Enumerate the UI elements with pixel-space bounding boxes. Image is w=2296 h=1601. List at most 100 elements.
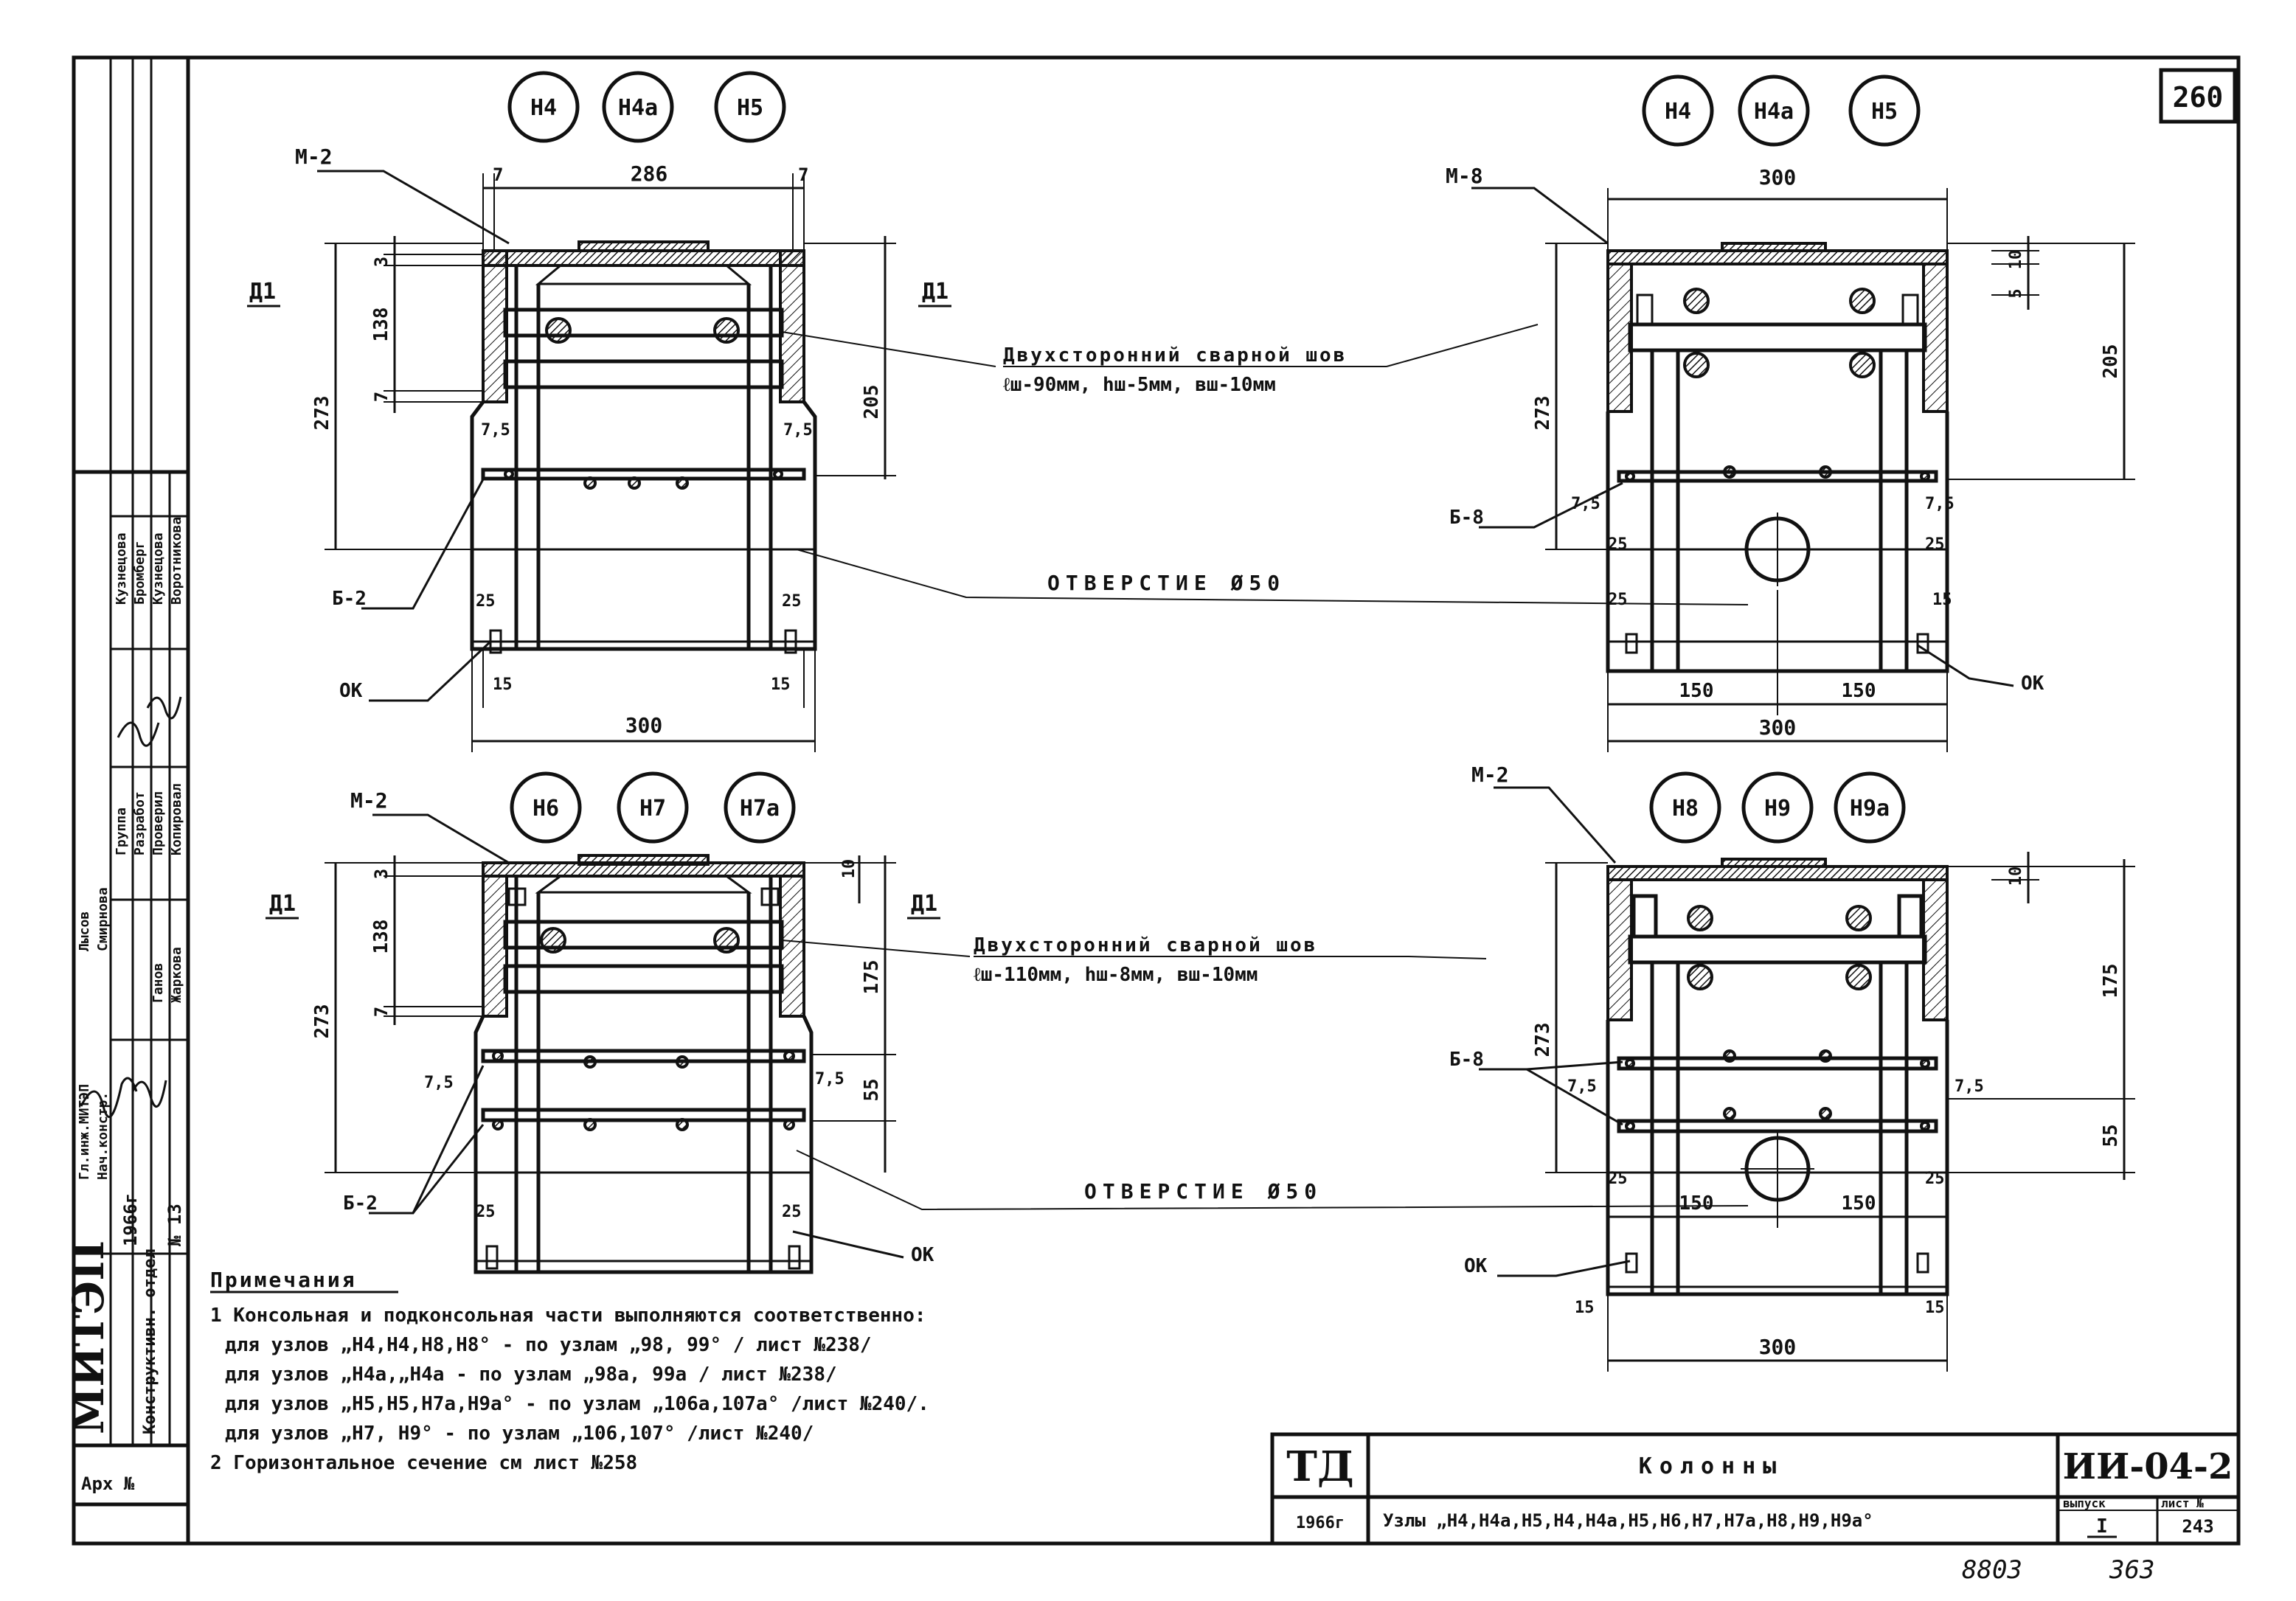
bottom-stamp-2: 363 [2109, 1555, 2154, 1585]
dim-d-off-left: 7,5 [1567, 1077, 1597, 1096]
notes-line-5: для узлов „Н7, Н9° - по узлам „106,107° … [225, 1423, 814, 1445]
dim-b-right: 205 [2100, 344, 2122, 379]
dim-a-overall: 273 [311, 396, 333, 431]
dim-d-b-left: 15 [1575, 1299, 1595, 1317]
title-code-left: ТД [1286, 1442, 1353, 1491]
stamp-date: 1966г [120, 1193, 141, 1246]
stamp-name-8: Воротникова [169, 517, 184, 605]
dim-a-off-left: 7,5 [481, 421, 510, 440]
dim-a-bottom: 300 [625, 713, 663, 737]
notes-line-6: 2 Горизонтальное сечение см лист №258 [210, 1452, 637, 1474]
node-label-d1: Н8 [1672, 796, 1699, 822]
dim-b-bottom-left: 150 [1679, 680, 1714, 702]
dim-a-b-right: 15 [771, 676, 791, 694]
node-label-c1: Н6 [533, 796, 559, 822]
dim-d-overall: 273 [1532, 1023, 1554, 1058]
title-sheet-label: лист № [2161, 1496, 2204, 1510]
section-label-c-right: Д1 [911, 891, 937, 917]
stamp-num: № 13 [164, 1204, 185, 1247]
node-circle-c1 [510, 771, 582, 844]
notes-line-3: для узлов „Н4а,„Н4а - по узлам „98а, 99а… [225, 1364, 837, 1386]
dim-b-b-right: 15 [1932, 591, 1952, 609]
node-circle-c2 [617, 771, 689, 844]
dim-b-w-left: 25 [1608, 535, 1628, 554]
dim-c-right-top: 175 [861, 960, 883, 995]
view-c: Н6 Н7 Н7а М-2 [266, 771, 940, 1274]
signature-4 [146, 696, 182, 720]
sheet-frame [72, 55, 2241, 1546]
section-label-a-right: Д1 [922, 279, 948, 305]
dim-a-off-right: 7,5 [783, 421, 813, 440]
stamp-org: МИТЭП [63, 1240, 114, 1434]
stamp-dept: Конструктивн. отдел [141, 1248, 159, 1434]
hole-label-2: ОТВЕРСТИЕ Ø50 [1084, 1179, 1322, 1204]
stamp-name-2: Смирнова [95, 887, 111, 951]
base-label-b: ОК [2021, 673, 2044, 695]
title-sheet: 243 [2182, 1516, 2213, 1537]
node-label-a3: Н5 [737, 95, 763, 121]
side-stamp: МИТЭП Конструктивн. отдел 1966г № 13 Арх… [63, 58, 188, 1507]
dim-d-right-top: 175 [2100, 964, 2122, 999]
dim-d-right-bottom: 55 [2100, 1124, 2122, 1147]
base-label-a: ОК [339, 680, 363, 702]
dim-a-h1: 3 [371, 257, 392, 267]
node-label-b3: Н5 [1871, 99, 1898, 125]
plate-label-a: Б-2 [332, 588, 367, 610]
dim-b-top: 300 [1759, 165, 1797, 190]
dim-c-h1: 3 [371, 869, 392, 879]
dim-a-side-a: 7 [493, 164, 503, 185]
stamp-name-1: Лысов [77, 911, 92, 951]
stamp-arch: Арх № [81, 1473, 135, 1494]
dim-b-overall: 273 [1532, 396, 1554, 431]
node-circle-a1 [507, 71, 580, 143]
dim-d-bottom: 300 [1759, 1335, 1797, 1359]
weld-note-1-title: Двухсторонний сварной шов [1003, 344, 1347, 367]
dim-b-w-right: 25 [1925, 535, 1945, 554]
dim-d-w-right: 25 [1925, 1170, 1945, 1188]
dim-b-off-right: 7,5 [1925, 495, 1955, 513]
plate-label-b: Б-8 [1449, 507, 1484, 529]
dim-c-off-right: 7,5 [815, 1070, 844, 1088]
view-d: Н8 Н9 Н9а М-2 [1449, 763, 2135, 1372]
node-label-b2: Н4а [1754, 99, 1794, 125]
mark-top-a: М-2 [295, 145, 333, 169]
stamp-name-3: Ганов [150, 963, 166, 1003]
dim-c-w-right: 25 [782, 1203, 802, 1221]
node-circle-d1 [1649, 771, 1721, 844]
dim-c-h2: 138 [370, 920, 392, 954]
dim-c-overall: 273 [311, 1004, 333, 1039]
stamp-role-5: Проверил [150, 791, 166, 855]
dim-d-bottom-left: 150 [1679, 1192, 1714, 1215]
base-label-d: ОК [1464, 1255, 1488, 1277]
dim-a-h3: 7 [371, 392, 392, 402]
node-circle-a3 [714, 71, 786, 143]
mark-top-d: М-2 [1471, 763, 1509, 787]
node-circle-b2 [1738, 74, 1810, 147]
node-circle-c3 [724, 771, 796, 844]
mark-top-c: М-2 [350, 788, 388, 813]
notes-line-2: для узлов „Н4,Н4,Н8,Н8° - по узлам „98, … [225, 1334, 872, 1356]
mark-top-b: М-8 [1446, 164, 1483, 188]
title-main: Колонны [1639, 1454, 1783, 1479]
dim-b-off-left: 7,5 [1571, 495, 1600, 513]
stamp-name-4: Жаркова [169, 947, 184, 1003]
sheet-number: 260 [2173, 81, 2224, 114]
dim-c-h3: 7 [371, 1007, 392, 1017]
notes-block: Примечания 1 Консольная и подконсольная … [210, 1268, 929, 1474]
node-label-c3: Н7а [740, 796, 780, 822]
dim-b-h1: 10 [2007, 250, 2025, 270]
stamp-role-4: Разработ [132, 791, 148, 855]
notes-line-4: для узлов „Н5,Н5,Н7а,Н9а° - по узлам „10… [225, 1393, 929, 1415]
stamp-name-5: Кузнецова [114, 532, 129, 605]
notes-heading: Примечания [210, 1268, 357, 1292]
dim-b-b-left: 25 [1608, 591, 1628, 609]
node-circle-b1 [1642, 74, 1714, 147]
sheet-number-box [2159, 68, 2237, 124]
node-circle-b3 [1848, 74, 1921, 147]
title-block: ТД 1966г Колонны Узлы „Н4,Н4а,Н5,Н4,Н4а,… [1270, 1432, 2241, 1546]
node-circle-a2 [602, 71, 674, 143]
title-year: 1966г [1296, 1514, 1345, 1532]
view-a: Н4 Н4а Н5 М-2 7 286 7 [247, 71, 951, 752]
node-label-a1: Н4 [530, 95, 557, 121]
notes-line-1: 1 Консольная и подконсольная части выпол… [210, 1305, 926, 1327]
